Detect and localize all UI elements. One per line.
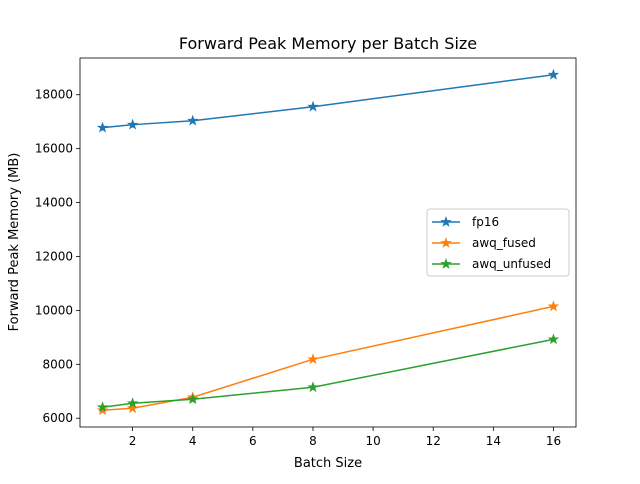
data-point-awq_fused	[547, 300, 560, 312]
data-point-awq_unfused	[186, 393, 199, 405]
legend-marker-awq_fused	[440, 236, 452, 248]
legend-marker-fp16	[440, 215, 452, 227]
legend-marker-awq_unfused	[440, 257, 452, 269]
x-tick-label: 12	[426, 434, 441, 448]
y-tick-label: 6000	[42, 411, 73, 425]
series-line-awq_unfused	[102, 338, 554, 408]
y-tick-label: 10000	[35, 303, 73, 317]
x-tick-label: 14	[486, 434, 501, 448]
plot-frame	[79, 57, 577, 428]
legend-box	[426, 208, 570, 277]
x-tick-label: 2	[129, 434, 137, 448]
legend: fp16 awq_fused awq_unfused	[426, 208, 570, 277]
x-tick-label: 6	[249, 434, 257, 448]
x-tick-label: 4	[189, 434, 197, 448]
data-point-awq_fused	[307, 353, 319, 365]
data-point-awq_unfused	[307, 381, 319, 393]
x-tick-label: 10	[365, 434, 380, 448]
y-axis-label: Forward Peak Memory (MB)	[7, 153, 22, 332]
data-point-awq_unfused	[96, 401, 109, 413]
y-tick-label: 12000	[35, 249, 73, 263]
data-point-fp16	[126, 118, 139, 130]
x-tick-label: 16	[546, 434, 561, 448]
y-tick-label: 8000	[42, 357, 73, 371]
data-point-fp16	[307, 100, 319, 112]
y-tick-label: 14000	[35, 196, 73, 210]
data-point-awq_fused	[126, 402, 139, 414]
x-axis-label: Batch Size	[294, 456, 362, 471]
y-tick-label: 18000	[35, 88, 73, 102]
y-tick-label: 16000	[35, 142, 73, 156]
x-tick-label: 8	[309, 434, 317, 448]
chart-title: Forward Peak Memory per Batch Size	[179, 34, 477, 53]
series-line-awq_fused	[102, 305, 554, 411]
legend-label: awq_fused	[472, 236, 536, 250]
legend-label: fp16	[472, 215, 499, 229]
data-point-awq_unfused	[126, 397, 139, 409]
series-line-fp16	[102, 74, 554, 129]
legend-label: awq_unfused	[472, 257, 551, 271]
data-point-fp16	[187, 114, 199, 126]
data-point-fp16	[96, 121, 109, 133]
data-point-awq_unfused	[547, 333, 560, 345]
data-point-fp16	[547, 68, 560, 80]
data-point-awq_fused	[96, 404, 109, 416]
